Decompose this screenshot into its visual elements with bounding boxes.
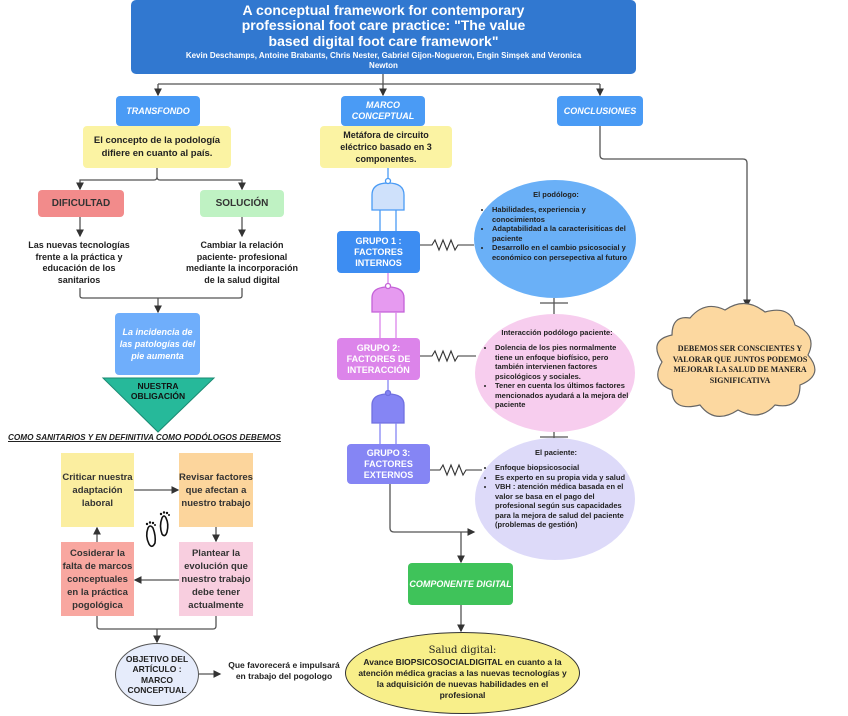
- salud-digital-title: Salud digital:: [428, 645, 497, 656]
- authors: Kevin Deschamps, Antoine Brabants, Chris…: [185, 51, 582, 71]
- gate-1: [371, 182, 405, 211]
- list-item: Desarrollo en el cambio psicosocial y ec…: [492, 243, 630, 262]
- title-line-1: A conceptual framework for contemporary: [242, 1, 525, 18]
- list-item: Tener en cuenta los últimos factores men…: [495, 381, 629, 410]
- list-item: VBH : atención médica basada en el valor…: [495, 482, 627, 530]
- salud-digital-ellipse: Salud digital: Avance BIOPSICOSOCIALDIGI…: [345, 632, 580, 714]
- objetivo-articulo: OBJETIVO DEL ARTÍCULO : MARCO CONCEPTUAL: [115, 643, 199, 706]
- obligacion-label: NUESTRA OBLIGACIÓN: [130, 381, 186, 401]
- list-item: Habilidades, experiencia y conocimientos: [492, 205, 630, 224]
- cycle-step-revisar: Revisar factores que afectan a nuestro t…: [179, 453, 253, 527]
- footprints-icon: [142, 510, 176, 550]
- gate-3: [371, 393, 405, 424]
- solucion-text: Cambiar la relación paciente- profesiona…: [185, 240, 299, 285]
- cycle-step-considerar: Cosiderar la falta de marcos conceptuale…: [61, 542, 134, 616]
- section-marco-conceptual: MARCO CONCEPTUAL: [341, 96, 425, 126]
- dificultad-text: Las nuevas tecnologías frente a la práct…: [28, 240, 130, 285]
- concepto-box: El concepto de la podología difiere en c…: [83, 126, 231, 168]
- ellipse-podologo: El podólogo: Habilidades, experiencia y …: [474, 180, 636, 298]
- salud-digital-body: Avance BIOPSICOSOCIALDIGITAL en cuanto a…: [358, 657, 567, 700]
- list-item: Enfoque biopsicosocial: [495, 463, 627, 473]
- metafora-box: Metáfora de circuito eléctrico basado en…: [320, 126, 452, 168]
- solucion-box: SOLUCIÓN: [200, 190, 284, 217]
- cycle-step-plantear: Plantear la evolución que nuestro trabaj…: [179, 542, 253, 616]
- ellipse-paciente: El paciente: Enfoque biopsicosocial Es e…: [475, 438, 635, 560]
- grupo-2-factores-interaccion: GRUPO 2: FACTORES DE INTERACCIÓN: [337, 338, 420, 380]
- section-transfondo: TRANSFONDO: [116, 96, 200, 126]
- debemos-heading: COMO SANITARIOS Y EN DEFINITIVA COMO POD…: [8, 433, 281, 442]
- title-line-3: based digital foot care framework": [268, 32, 499, 49]
- ellipse-interaccion: Interacción podólogo paciente: Dolencia …: [475, 314, 635, 432]
- incidencia-box: La incidencia de las patologías del pie …: [115, 313, 200, 375]
- ellipse-paciente-title: El paciente:: [534, 448, 578, 457]
- title-banner: A conceptual framework for contemporary …: [131, 0, 636, 74]
- list-item: Adaptabilidad a la caracterisiticas del …: [492, 224, 630, 243]
- section-conclusiones: CONCLUSIONES: [557, 96, 643, 126]
- resistor-3: [430, 463, 482, 477]
- resistor-2: [420, 349, 476, 363]
- grupo-1-factores-internos: GRUPO 1 : FACTORES INTERNOS: [337, 231, 420, 273]
- gate-2: [371, 286, 405, 313]
- title-line-2: professional foot care practice: "The va…: [241, 17, 526, 34]
- list-item: Dolencia de los pies normalmente tiene u…: [495, 343, 629, 381]
- conclusion-text: DEBEMOS SER CONSCIENTES Y VALORAR QUE JU…: [672, 344, 808, 385]
- resistor-1: [420, 238, 474, 252]
- favorecera-text: Que favorecerá e impulsará en trabajo de…: [228, 660, 340, 681]
- cycle-step-criticar: Criticar nuestra adaptación laboral: [61, 453, 134, 527]
- ellipse-podologo-title: El podólogo:: [533, 190, 579, 199]
- grupo-3-factores-externos: GRUPO 3: FACTORES EXTERNOS: [347, 444, 430, 484]
- dificultad-box: DIFICULTAD: [38, 190, 124, 217]
- ellipse-interaccion-title: Interacción podólogo paciente:: [501, 328, 613, 337]
- componente-digital: COMPONENTE DIGITAL: [408, 563, 513, 605]
- list-item: Es experto en su propia vida y salud: [495, 473, 627, 483]
